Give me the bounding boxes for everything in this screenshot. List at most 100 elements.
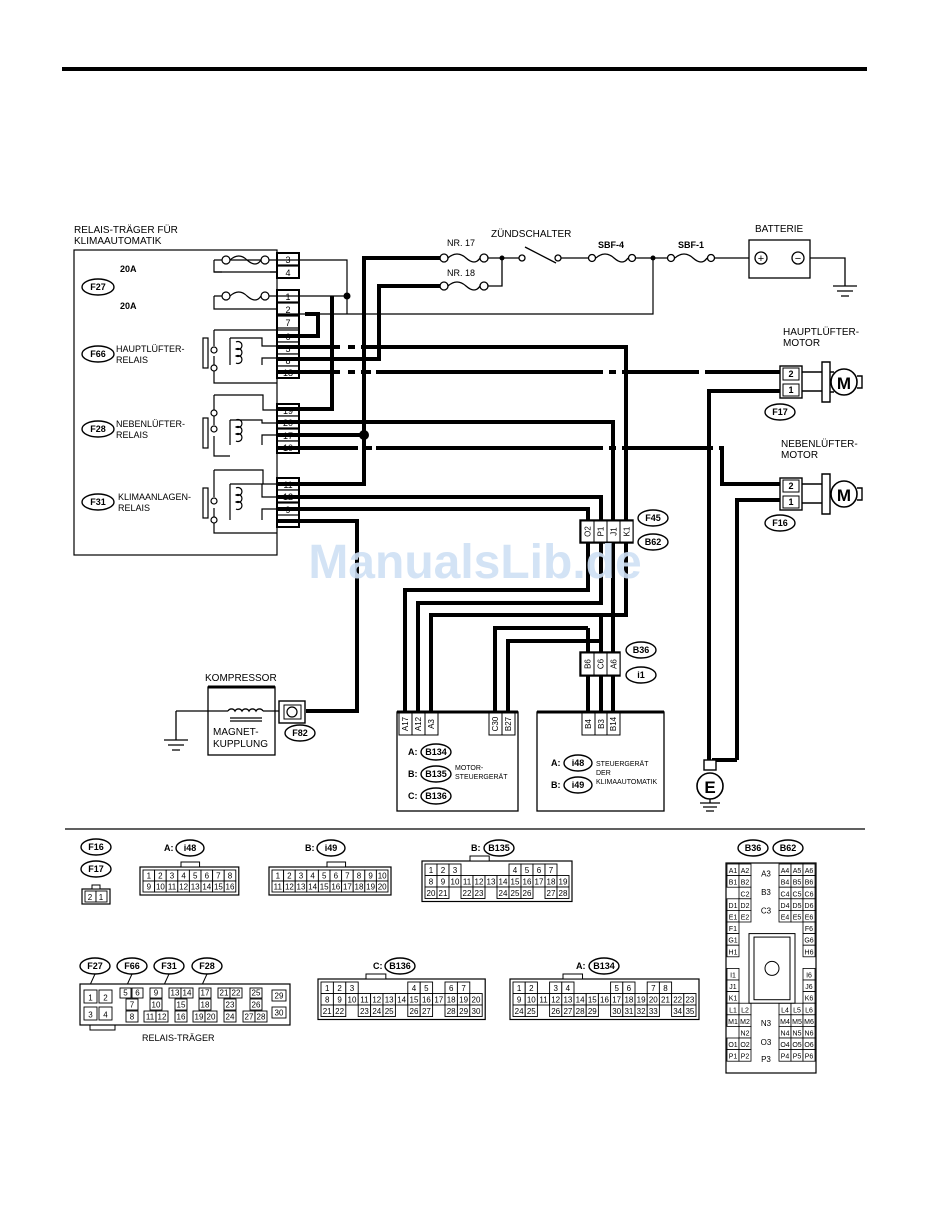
top-rule [62, 67, 867, 71]
cavity-20: 20 [472, 996, 481, 1005]
cavity-7: 7 [461, 984, 466, 993]
relay-cavity-9: 9 [154, 989, 159, 998]
cavity-7: 7 [549, 866, 554, 875]
relay-cavity [223, 1010, 237, 1023]
cavity-1: 1 [325, 984, 330, 993]
legend-relay-F31: F31 [161, 961, 177, 971]
cavity-9: 9 [147, 883, 152, 892]
cavity-13: 13 [297, 883, 306, 892]
fuse-20a-top: 20A [120, 264, 137, 274]
cavity-26: 26 [523, 889, 532, 898]
b36-P4: P4 [781, 1054, 790, 1061]
compressor-ground-icon [164, 711, 188, 751]
b36-C4: C4 [781, 891, 790, 898]
ground-e: E [696, 759, 724, 812]
relay-sub-fan: F28 NEBENLÜFTER- RELAIS [81, 394, 277, 457]
cavity-27: 27 [563, 1007, 572, 1016]
cavity-14: 14 [499, 878, 508, 887]
cavity-6: 6 [334, 872, 339, 881]
pin-group-frame [276, 252, 300, 279]
acecu-pin-B3: B3 [597, 719, 606, 729]
b36-cavity [802, 1049, 816, 1062]
leader-line [126, 973, 133, 986]
cavity-17: 17 [434, 996, 443, 1005]
cavity-23: 23 [685, 996, 694, 1005]
cavity-11: 11 [274, 883, 283, 892]
relay-cavity-6: 6 [135, 989, 140, 998]
cavity-2: 2 [529, 984, 534, 993]
connector-cavity [683, 1004, 697, 1017]
b36-O3: O3 [761, 1038, 772, 1047]
relay-cavity-26: 26 [252, 1001, 261, 1010]
relay-cavity-10: 10 [152, 1001, 161, 1010]
cavity-14: 14 [202, 883, 211, 892]
pin-group-frame [276, 477, 300, 528]
legend-relay-F66: F66 [124, 961, 140, 971]
relay-cavity [83, 1006, 98, 1021]
relay-cavity-18: 18 [201, 1001, 210, 1010]
cavity-8: 8 [357, 872, 362, 881]
cavity-22: 22 [463, 889, 472, 898]
connector-cavity [382, 1004, 396, 1017]
b36-P5: P5 [793, 1054, 802, 1061]
cavity-12: 12 [179, 883, 188, 892]
cavity-21: 21 [439, 889, 448, 898]
legend-b136: B136 [389, 961, 411, 971]
relay-cavity [249, 998, 263, 1011]
cavity-18: 18 [624, 996, 633, 1005]
pin-cell [606, 652, 621, 676]
relay-cavity [198, 987, 212, 999]
conn-b62: B62 [645, 537, 662, 547]
cavity-8: 8 [429, 878, 434, 887]
ecu-c-prefix: C: [408, 791, 418, 801]
cavity-14: 14 [397, 996, 406, 1005]
cavity-1: 1 [429, 866, 434, 875]
pin-O2: O2 [584, 526, 593, 537]
cavity-15: 15 [214, 883, 223, 892]
cavity-6: 6 [449, 984, 454, 993]
legend-relay-F27: F27 [87, 961, 103, 971]
b36-M1: M1 [728, 1019, 738, 1026]
cavity-1: 1 [517, 984, 522, 993]
acecu-pin-cell [606, 712, 621, 736]
relay-cavity-12: 12 [158, 1013, 167, 1022]
motor-icon [830, 368, 858, 396]
pin-cell [619, 520, 634, 543]
fuse-nr18-label: NR. 18 [447, 268, 475, 278]
relay-cavity [149, 998, 163, 1011]
relay-cavity [198, 998, 212, 1011]
ecu-pin-cell [501, 712, 516, 736]
cavity-7: 7 [345, 872, 350, 881]
relay-cavity [119, 987, 132, 999]
cavity-7: 7 [651, 984, 656, 993]
b36-A3: A3 [761, 870, 771, 879]
cavity-2: 2 [158, 872, 163, 881]
watermark: ManualsLib.de [308, 536, 641, 589]
b36-J6: J6 [805, 984, 813, 991]
cavity-19: 19 [366, 883, 375, 892]
cavity-6: 6 [205, 872, 210, 881]
cavity-21: 21 [661, 996, 670, 1005]
connector-cavity [375, 880, 389, 893]
cavity-13: 13 [191, 883, 200, 892]
relay-cavity-2: 2 [103, 994, 108, 1003]
relay-cavity-15: 15 [177, 1001, 186, 1010]
pin-B6: B6 [584, 659, 593, 669]
acecu-label-1: STEUERGERÄT [596, 760, 649, 768]
b36-K6: K6 [805, 996, 814, 1003]
cavity-4: 4 [181, 872, 186, 881]
pin-K1: K1 [623, 526, 632, 536]
b36-E5: E5 [793, 915, 802, 922]
sub-fan-relay-label-2: RELAIS [116, 430, 148, 440]
cavity-29: 29 [459, 1007, 468, 1016]
acecu-pin-B4: B4 [584, 719, 593, 729]
b36-L4: L4 [781, 1007, 789, 1014]
legend-i49-prefix: B: [305, 843, 315, 853]
relay-cavity-14: 14 [183, 989, 192, 998]
b36-D5: D5 [793, 903, 802, 910]
cavity-35: 35 [685, 1007, 694, 1016]
relay-carrier-title-1: RELAIS-TRÄGER FÜR [74, 224, 178, 236]
